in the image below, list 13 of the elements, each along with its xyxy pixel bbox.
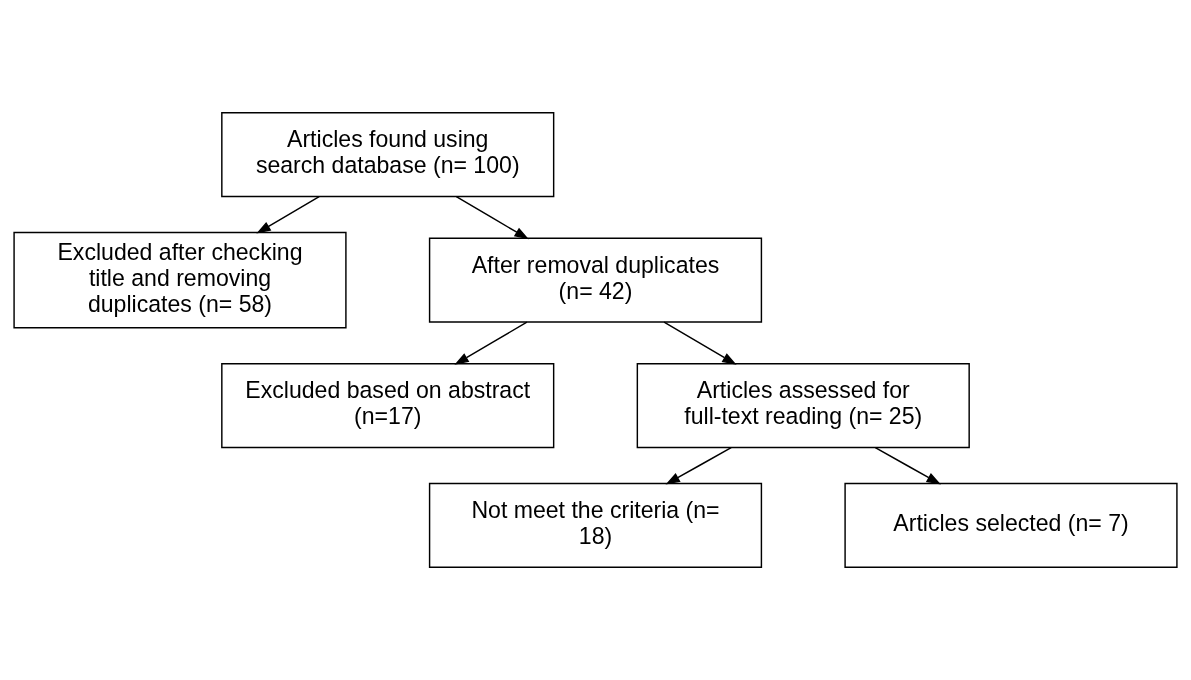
arrow (663, 321, 737, 365)
arrow (454, 321, 528, 365)
node-box: Excluded based on abstract (n=17) (221, 363, 555, 449)
node-box: Articles found using search database (n= 100) (221, 112, 555, 198)
node-box: Excluded after checking title and removing duplicates (n= 58) (13, 231, 347, 329)
arrow (874, 446, 941, 485)
node-box: After removal duplicates (n= 42) (428, 237, 763, 323)
node-box: Articles selected (n= 7) (844, 482, 1178, 568)
node-box: Articles assessed for full-text reading (n= 25) (636, 363, 970, 449)
arrow (455, 195, 529, 240)
arrow (665, 446, 732, 485)
arrow (256, 195, 320, 234)
node-box: Not meet the criteria (n= 18) (428, 482, 763, 568)
